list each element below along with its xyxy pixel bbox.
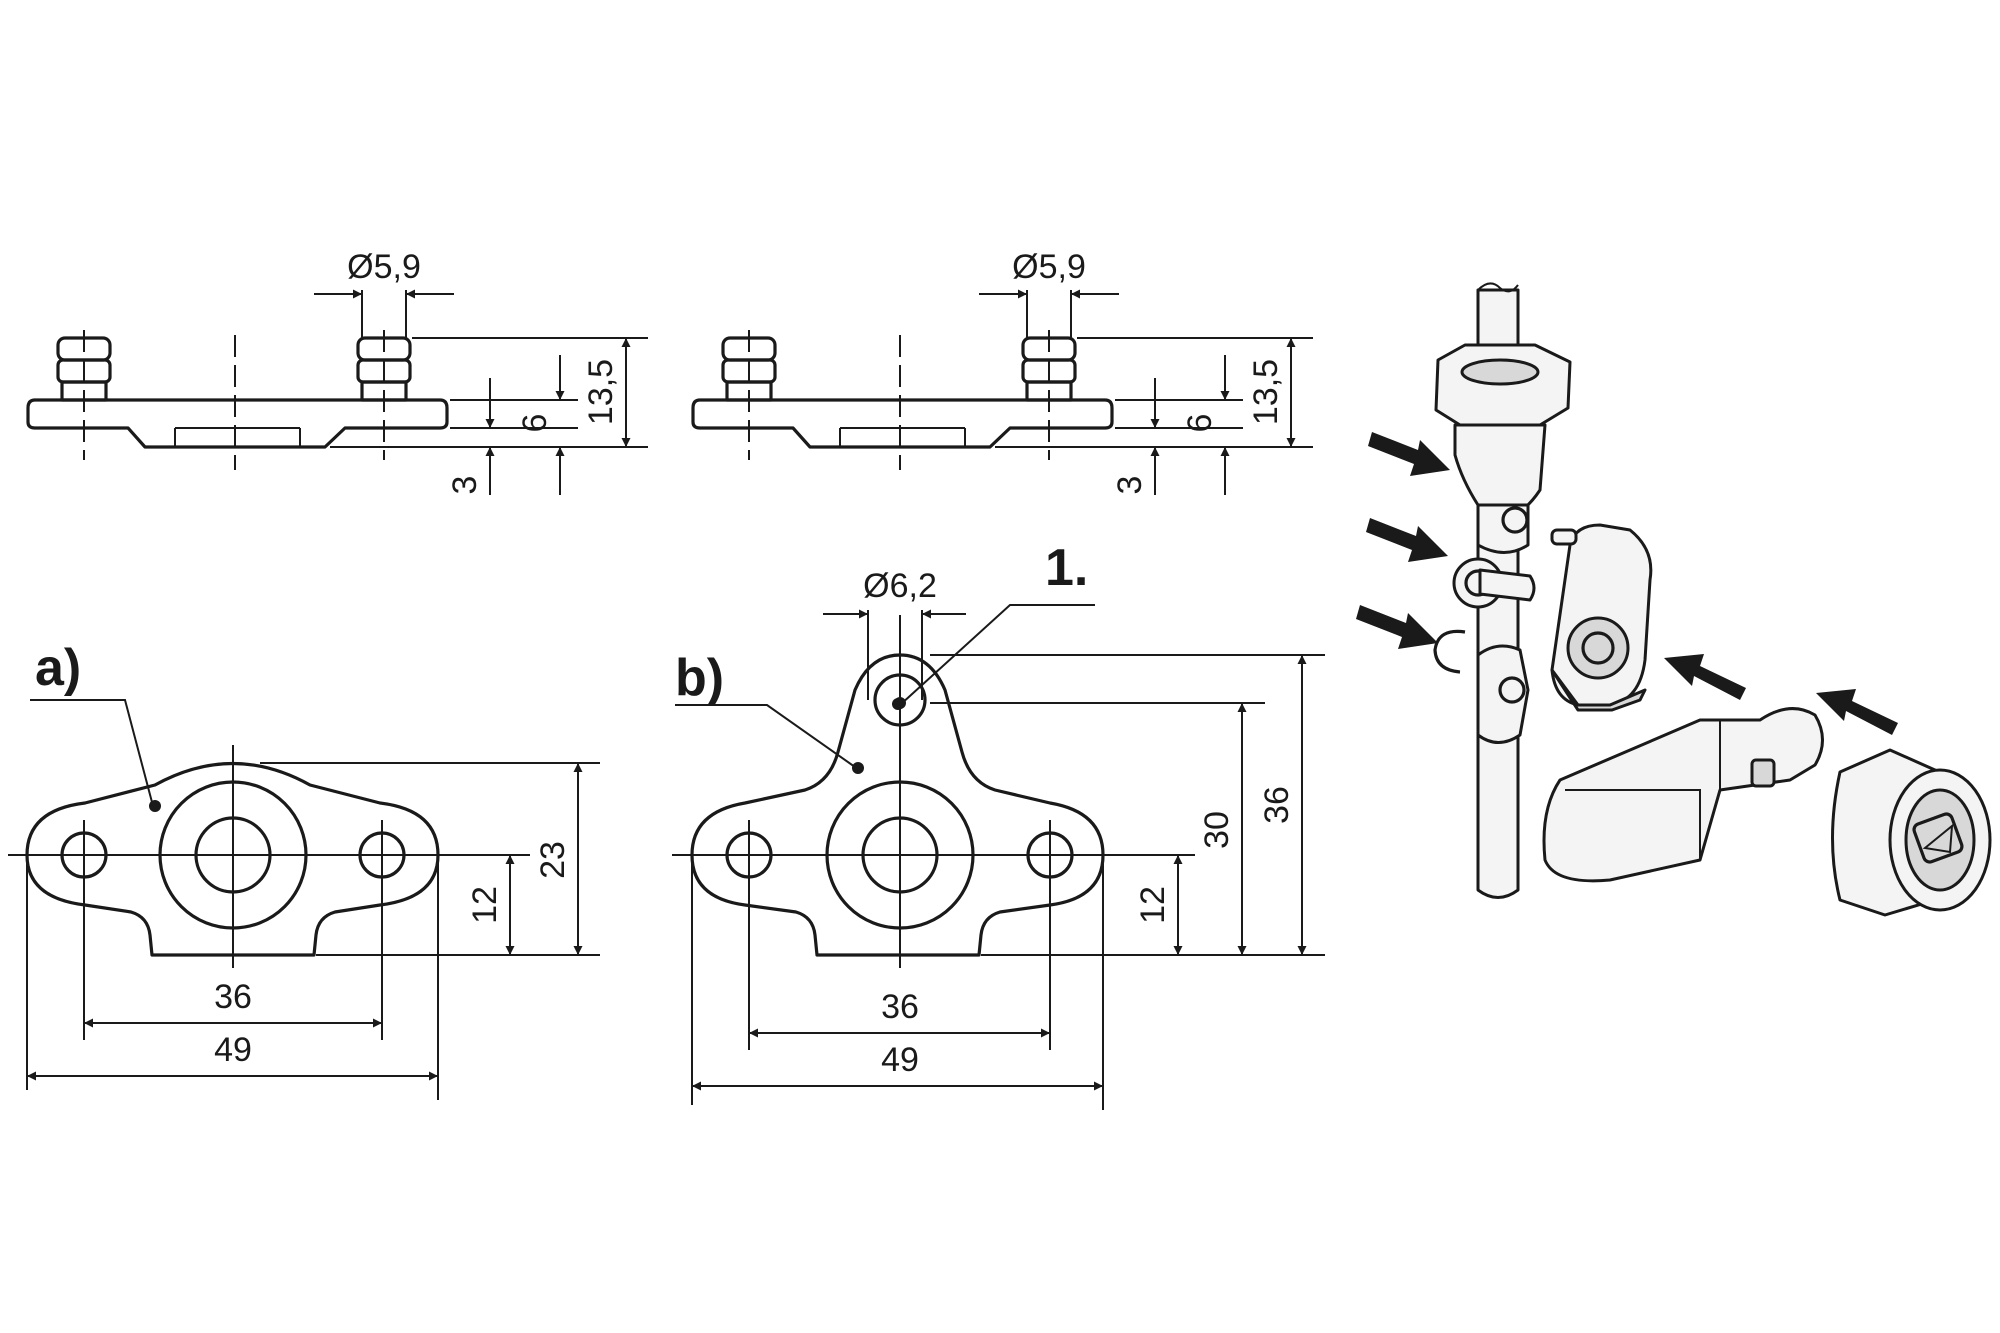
arrow-icon: [1368, 432, 1450, 476]
side-view-b: Ø5,9 13,5 6 3: [691, 248, 1313, 495]
overall-width-label: 49: [214, 1031, 252, 1069]
height-total-label: 13,5: [582, 359, 620, 425]
overall-width-label: 49: [881, 1041, 919, 1079]
cylinder-lock: [1831, 748, 1992, 917]
pin-diameter-label: Ø5,9: [1012, 248, 1086, 286]
height-total-label: 36: [1258, 786, 1296, 824]
arrow-icon: [1356, 605, 1438, 649]
exploded-assembly-illustration: [1356, 282, 1992, 917]
height-total-label: 23: [534, 841, 572, 879]
height-center-label: 12: [1134, 886, 1172, 924]
side-view-a: Ø5,9 13,5 6 3: [26, 248, 648, 495]
top-view-a: a) 36 49 12 23: [8, 639, 600, 1100]
assembly-arrows: [1356, 432, 1898, 735]
latch-cam: [1542, 707, 1824, 883]
arrow-icon: [1816, 689, 1898, 735]
top-view-b: b) 1. Ø6,2 36: [672, 539, 1325, 1110]
tab-hole-diameter-label: Ø6,2: [863, 567, 937, 605]
thickness-label: 3: [446, 476, 484, 495]
link-piece: [1476, 644, 1530, 744]
height-tab-label: 30: [1198, 811, 1236, 849]
pin-diameter-label: Ø5,9: [347, 248, 421, 286]
label-a: a): [35, 639, 81, 697]
hole-pitch-label: 36: [881, 988, 919, 1026]
height-mid-label: 6: [1181, 414, 1219, 433]
height-center-label: 12: [466, 886, 504, 924]
hole-pitch-label: 36: [214, 978, 252, 1016]
height-total-label: 13,5: [1247, 359, 1285, 425]
arrow-icon: [1366, 518, 1448, 562]
height-mid-label: 6: [516, 414, 554, 433]
c-clip: [1433, 629, 1466, 674]
label-b: b): [675, 649, 724, 707]
thickness-label: 3: [1111, 476, 1149, 495]
arrow-icon: [1664, 654, 1746, 700]
callout-1: 1.: [1045, 539, 1088, 597]
